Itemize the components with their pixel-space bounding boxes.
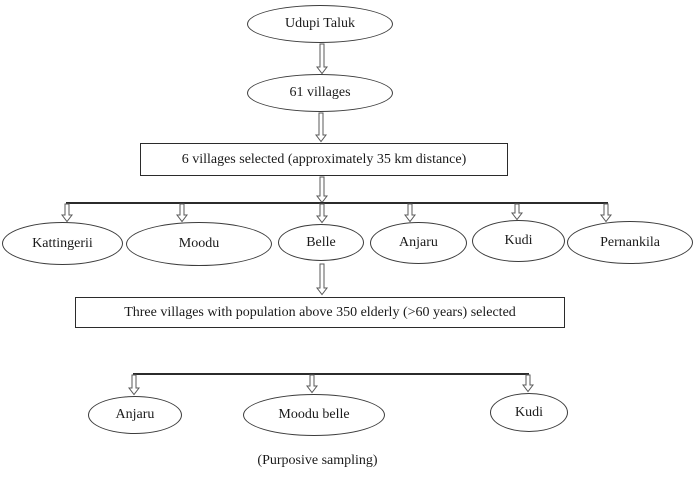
node-village-kudi: Kudi <box>472 220 565 262</box>
sampling-caption: (Purposive sampling) <box>257 453 378 468</box>
down-arrow-icon <box>521 374 535 393</box>
down-arrow-icon <box>315 203 329 224</box>
down-arrow-icon <box>599 203 613 223</box>
node-selected-moodu-belle: Moodu belle <box>243 394 385 436</box>
node-village-anjaru: Anjaru <box>370 222 467 264</box>
node-selection-step-2: Three villages with population above 350… <box>75 297 565 328</box>
down-arrow-icon <box>127 374 141 396</box>
node-village-kattingerii: Kattingerii <box>2 222 123 265</box>
node-selected-anjaru: Anjaru <box>88 396 182 434</box>
node-udupi-taluk: Udupi Taluk <box>247 5 393 43</box>
node-selection-step-1: 6 villages selected (approximately 35 km… <box>140 143 508 176</box>
node-selected-kudi: Kudi <box>490 393 568 432</box>
down-arrow-icon <box>403 203 417 223</box>
down-arrow-icon <box>510 203 524 221</box>
down-arrow-icon <box>175 203 189 223</box>
node-61-villages: 61 villages <box>247 74 393 112</box>
down-arrow-icon <box>305 374 319 394</box>
down-arrow-icon <box>315 176 329 204</box>
node-village-moodu: Moodu <box>126 222 272 266</box>
down-arrow-icon <box>60 203 74 223</box>
node-village-pernankila: Pernankila <box>567 221 693 264</box>
down-arrow-icon <box>315 43 329 75</box>
node-village-belle: Belle <box>278 224 364 261</box>
down-arrow-icon <box>315 263 329 296</box>
down-arrow-icon <box>314 112 328 143</box>
